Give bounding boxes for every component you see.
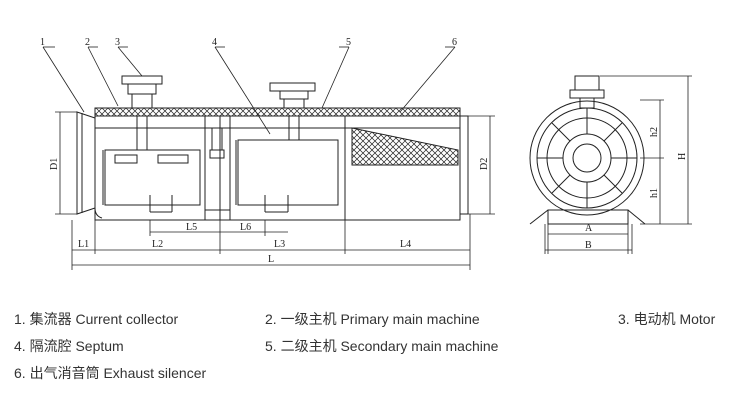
dim-l3: L3 — [274, 239, 285, 250]
primary-main-machine — [94, 115, 221, 221]
legend-item-septum: 4. 隔流腔 Septum — [14, 338, 124, 354]
dim-l: L — [268, 254, 274, 265]
dim-h1: h1 — [649, 188, 660, 198]
dim-b: B — [585, 240, 592, 251]
dimension-lines — [55, 111, 495, 270]
end-view — [529, 75, 646, 225]
dim-l4: L4 — [400, 239, 411, 250]
legend-item-primary-main-machine: 2. 一级主机 Primary main machine — [265, 311, 480, 327]
callout-2: 2 — [85, 37, 90, 48]
dim-l6: L6 — [240, 222, 251, 233]
callout-4: 4 — [212, 37, 217, 48]
septum — [204, 115, 231, 221]
fan-assembly-drawing: 1 2 3 4 5 6 D1 D2 L1 L2 L3 L4 L5 L6 L A … — [40, 37, 692, 270]
dim-d1: D1 — [49, 158, 60, 170]
legend-item-secondary-main-machine: 5. 二级主机 Secondary main machine — [265, 338, 499, 354]
callout-leaders — [42, 46, 456, 135]
side-view — [76, 75, 469, 221]
dim-h2: h2 — [649, 127, 660, 137]
callout-1: 1 — [40, 37, 45, 48]
legend-item-exhaust-silencer: 6. 出气消音筒 Exhaust silencer — [14, 365, 207, 381]
legend-item-current-collector: 1. 集流器 Current collector — [14, 311, 179, 327]
current-collector — [76, 107, 103, 219]
callout-3: 3 — [115, 37, 120, 48]
secondary-main-machine — [229, 115, 346, 221]
end-view-dimensions — [544, 75, 692, 254]
dim-l2: L2 — [152, 239, 163, 250]
callout-6: 6 — [452, 37, 457, 48]
exhaust-silencer — [344, 115, 469, 221]
dim-h: H — [677, 153, 688, 160]
dim-l5: L5 — [186, 222, 197, 233]
legend-item-motor: 3. 电动机 Motor — [618, 311, 716, 327]
callout-5: 5 — [346, 37, 351, 48]
motor-primary — [121, 75, 163, 150]
dim-a: A — [585, 223, 593, 234]
dim-d2: D2 — [479, 158, 490, 170]
dim-l1: L1 — [78, 239, 89, 250]
insulation-strip — [94, 107, 461, 117]
motor-secondary — [269, 82, 316, 140]
